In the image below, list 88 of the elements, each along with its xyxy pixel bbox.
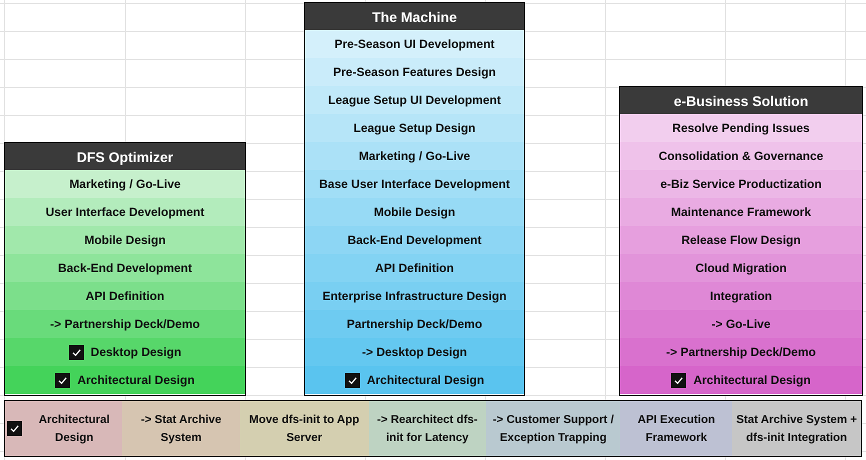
task-label: Back-End Development bbox=[58, 261, 192, 275]
task-label: Enterprise Infrastructure Design bbox=[322, 289, 507, 303]
task-label: API Definition bbox=[375, 261, 454, 275]
task-label: Consolidation & Governance bbox=[658, 149, 824, 163]
task-label: Cloud Migration bbox=[695, 261, 787, 275]
column-panel bbox=[304, 2, 525, 396]
task-row bbox=[305, 142, 524, 170]
task-row bbox=[620, 310, 862, 338]
task-label: e-Biz Service Productization bbox=[660, 177, 822, 191]
task-row bbox=[305, 254, 524, 282]
task-label: -> Desktop Design bbox=[362, 345, 468, 359]
task-label: Mobile Design bbox=[374, 205, 456, 219]
task-label: League Setup UI Development bbox=[328, 93, 501, 107]
task-label: User Interface Development bbox=[46, 205, 204, 219]
task-label: -> Partnership Deck/Demo bbox=[50, 317, 200, 331]
task-row bbox=[5, 226, 245, 254]
task-row bbox=[620, 366, 862, 394]
task-row bbox=[5, 282, 245, 310]
task-label: Maintenance Framework bbox=[670, 205, 812, 219]
column-panel bbox=[4, 142, 246, 396]
task-label: Pre-Season UI Development bbox=[334, 37, 495, 51]
checkbox-checked-icon bbox=[344, 372, 360, 388]
task-cell bbox=[486, 401, 620, 456]
task-row bbox=[620, 114, 862, 142]
task-row bbox=[305, 58, 524, 86]
task-row bbox=[5, 310, 245, 338]
task-label: Move dfs-init to App Server bbox=[248, 412, 360, 446]
task-label: Release Flow Design bbox=[681, 233, 801, 247]
task-row bbox=[620, 338, 862, 366]
task-strip bbox=[4, 400, 862, 457]
task-row bbox=[305, 310, 524, 338]
task-cell bbox=[368, 401, 486, 456]
task-row bbox=[5, 170, 245, 198]
task-label: Pre-Season Features Design bbox=[333, 65, 496, 79]
task-label: Marketing / Go-Live bbox=[69, 177, 181, 191]
task-cell bbox=[122, 401, 240, 456]
column-title: DFS Optimizer bbox=[5, 143, 245, 170]
task-label: Stat Archive System + dfs-init Integration bbox=[735, 412, 858, 446]
task-label: -> Stat Archive System bbox=[140, 412, 222, 446]
task-label: API Definition bbox=[86, 289, 164, 303]
task-label: Back-End Development bbox=[347, 233, 482, 247]
task-label: Partnership Deck/Demo bbox=[346, 317, 482, 331]
task-row bbox=[620, 170, 862, 198]
task-label: Architectural Design bbox=[38, 412, 111, 446]
task-row bbox=[305, 198, 524, 226]
column-title: e-Business Solution bbox=[620, 87, 862, 114]
task-row bbox=[305, 114, 524, 142]
task-label: Base User Interface Development bbox=[319, 177, 510, 191]
checkbox-checked-icon bbox=[7, 421, 22, 436]
task-row bbox=[620, 254, 862, 282]
task-label: -> Go-Live bbox=[711, 317, 770, 331]
column-panel bbox=[619, 86, 863, 396]
task-cell bbox=[620, 401, 732, 456]
task-row bbox=[5, 198, 245, 226]
task-label: Resolve Pending Issues bbox=[672, 121, 810, 135]
task-row bbox=[305, 366, 524, 394]
task-row bbox=[305, 226, 524, 254]
task-label: -> Customer Support / Exception Trapping bbox=[492, 412, 615, 446]
task-cell bbox=[5, 401, 122, 456]
task-label: Integration bbox=[710, 289, 772, 303]
task-row bbox=[620, 282, 862, 310]
task-row bbox=[620, 142, 862, 170]
task-row bbox=[5, 366, 245, 394]
checkbox-checked-icon bbox=[68, 344, 84, 360]
task-row bbox=[305, 86, 524, 114]
task-label: Architectural Design bbox=[366, 373, 484, 387]
task-cell bbox=[240, 401, 369, 456]
task-label: League Setup Design bbox=[353, 121, 476, 135]
task-row bbox=[620, 226, 862, 254]
task-label: Mobile Design bbox=[84, 233, 166, 247]
task-row bbox=[305, 338, 524, 366]
task-label: -> Rearchitect dfs-init for Latency bbox=[376, 412, 479, 446]
task-row bbox=[305, 170, 524, 198]
task-label: -> Partnership Deck/Demo bbox=[666, 345, 816, 359]
task-row bbox=[5, 338, 245, 366]
task-row bbox=[305, 30, 524, 58]
task-label: Marketing / Go-Live bbox=[358, 149, 470, 163]
task-row bbox=[5, 254, 245, 282]
task-cell bbox=[732, 401, 861, 456]
task-label: API Execution Framework bbox=[636, 412, 716, 446]
task-label: Architectural Design bbox=[77, 373, 195, 387]
task-label: Architectural Design bbox=[693, 373, 811, 387]
task-row bbox=[620, 198, 862, 226]
checkbox-checked-icon bbox=[671, 372, 686, 388]
column-title: The Machine bbox=[305, 3, 524, 30]
checkbox-checked-icon bbox=[55, 372, 70, 388]
task-label: Desktop Design bbox=[90, 345, 182, 359]
task-row bbox=[305, 282, 524, 310]
